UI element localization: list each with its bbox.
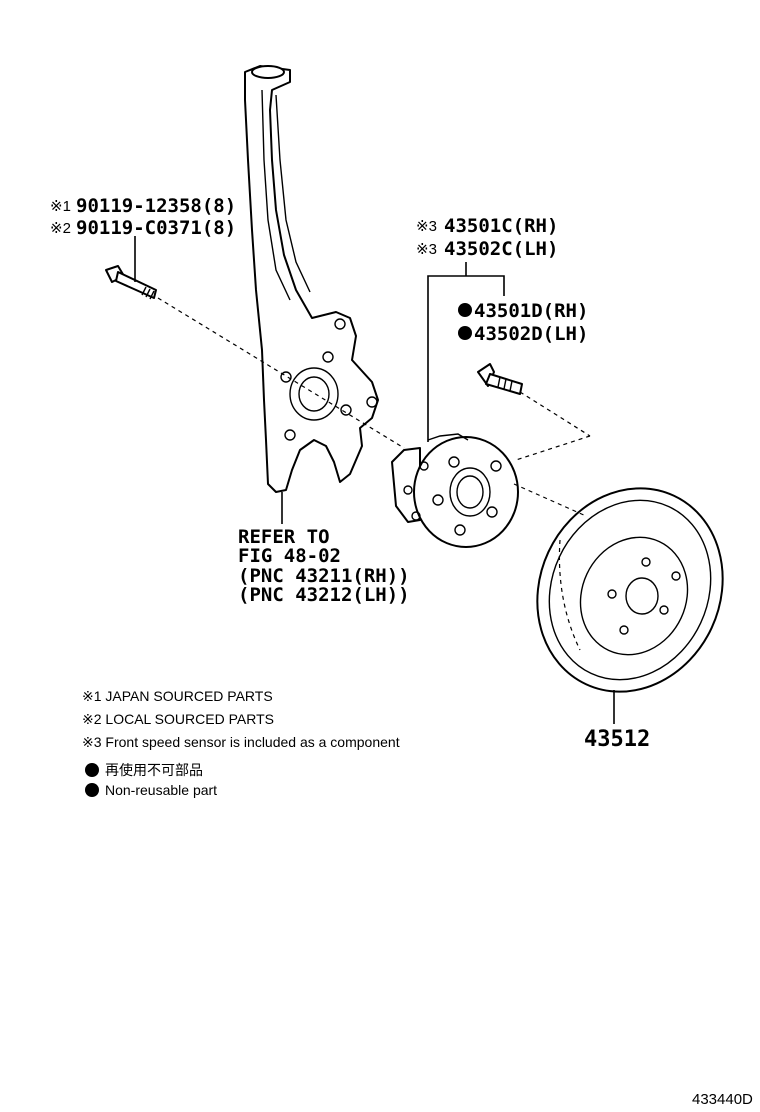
- hub-line1-mark: ※3: [416, 218, 437, 235]
- stud-line1-part: 43501D(RH): [474, 300, 588, 322]
- bolt-line2-part: 90119-C0371(8): [76, 217, 236, 239]
- non-reusable-icon: [85, 763, 99, 777]
- hub-line1-part: 43501C(RH): [444, 215, 558, 237]
- hub-stud: [477, 363, 523, 395]
- disc-part-number: 43512: [584, 727, 650, 752]
- callout-stud: 43501D(RH) 43502D(LH): [458, 300, 588, 345]
- legend-jp: 再使用不可部品: [105, 762, 203, 778]
- brake-disc: [536, 487, 724, 693]
- alignment-lines: [157, 297, 591, 517]
- hub-bearing-assembly: [391, 433, 519, 548]
- bolt-line2-mark: ※2: [50, 220, 71, 237]
- callout-bolt: ※1 90119-12358(8) ※2 90119-C0371(8): [50, 195, 236, 239]
- figure-code: 433440D: [692, 1091, 753, 1108]
- non-reusable-icon: [85, 783, 99, 797]
- bolt-line1-part: 90119-12358(8): [76, 195, 236, 217]
- note-1: ※1 JAPAN SOURCED PARTS: [82, 688, 273, 704]
- note-2: ※2 LOCAL SOURCED PARTS: [82, 711, 274, 727]
- hub-line2-part: 43502C(LH): [444, 238, 558, 260]
- hub-line2-mark: ※3: [416, 241, 437, 258]
- callout-knuckle-ref: REFER TO FIG 48-02 (PNC 43211(RH)) (PNC …: [238, 526, 410, 606]
- hub-bolt: [105, 265, 157, 300]
- knuckle-ref-line3: (PNC 43211(RH)): [238, 565, 410, 587]
- stud-line2-part: 43502D(LH): [474, 323, 588, 345]
- callout-hub: ※3 43501C(RH) ※3 43502C(LH): [416, 215, 558, 260]
- steering-knuckle: [244, 65, 379, 493]
- knuckle-ref-line1: REFER TO: [238, 526, 330, 548]
- knuckle-ref-line4: (PNC 43212(LH)): [238, 584, 410, 606]
- non-reusable-icon: [458, 303, 472, 317]
- non-reusable-icon: [458, 326, 472, 340]
- bolt-line1-mark: ※1: [50, 198, 71, 215]
- legend-en: Non-reusable part: [105, 782, 217, 798]
- leader-lines: [134, 236, 615, 724]
- knuckle-ref-line2: FIG 48-02: [238, 545, 341, 567]
- notes: ※1 JAPAN SOURCED PARTS ※2 LOCAL SOURCED …: [82, 688, 400, 798]
- note-3: ※3 Front speed sensor is included as a c…: [82, 734, 400, 750]
